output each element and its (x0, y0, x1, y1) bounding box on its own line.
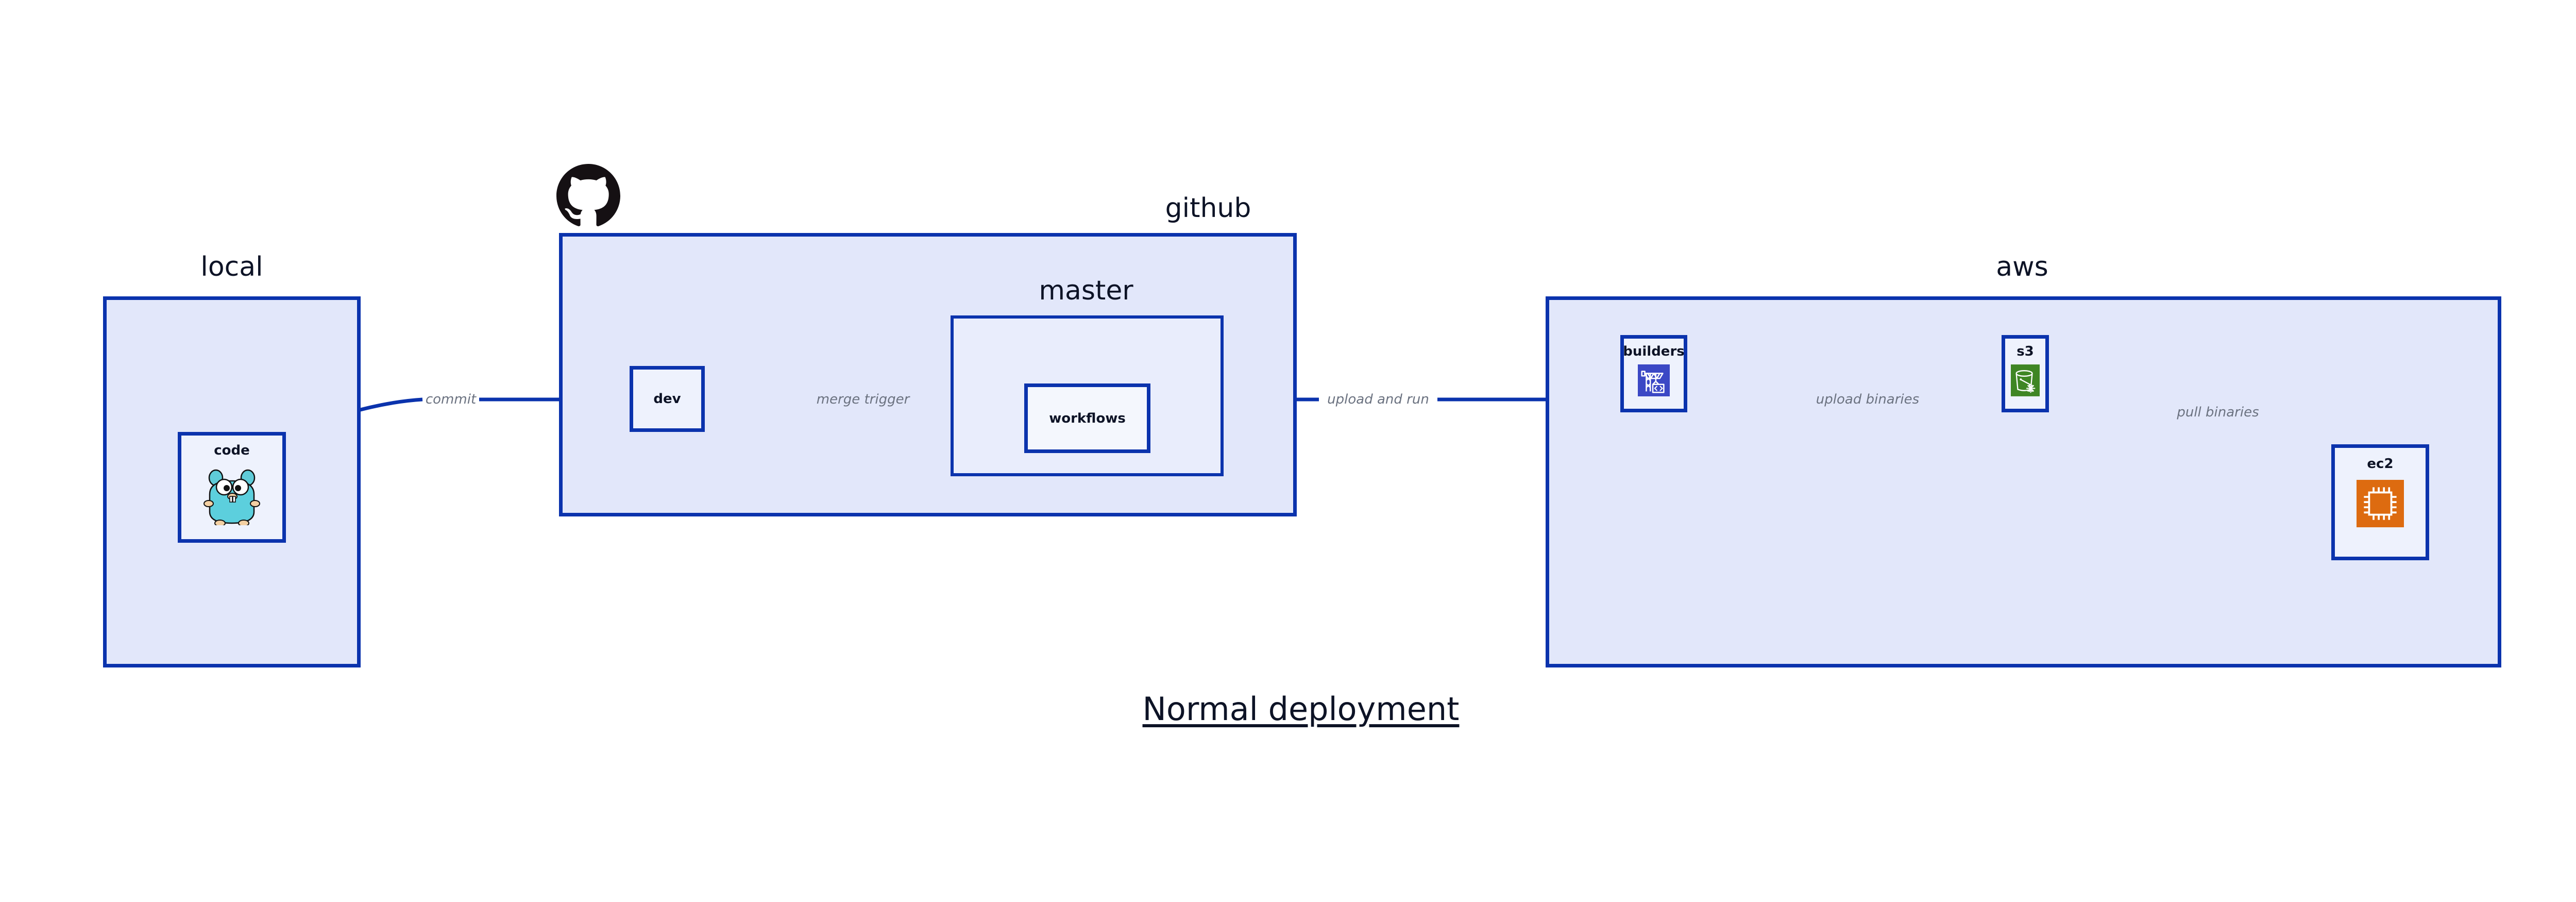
aws-codebuild-icon (1638, 364, 1670, 399)
github-octocat-icon (556, 164, 620, 230)
node-code[interactable]: code (178, 432, 286, 543)
group-aws-label: aws (1996, 252, 2048, 282)
aws-ec2-icon (2357, 480, 2404, 530)
node-s3[interactable]: s3 (2002, 335, 2049, 412)
node-s3-label: s3 (2016, 344, 2034, 359)
node-workflows[interactable]: workflows (1024, 383, 1150, 453)
diagram-title: Normal deployment (1142, 690, 1460, 728)
node-dev-label: dev (653, 391, 681, 407)
group-github-label: github (1165, 193, 1251, 224)
node-ec2-label: ec2 (2367, 456, 2394, 472)
go-gopher-icon (204, 464, 260, 528)
group-master-label: master (1039, 275, 1133, 306)
node-builders[interactable]: builders (1620, 335, 1687, 412)
node-code-label: code (214, 443, 250, 458)
edge-label-commit: commit (425, 392, 477, 407)
group-local-label: local (200, 252, 263, 282)
node-builders-label: builders (1623, 344, 1685, 359)
edge-label-upload-binaries: upload binaries (1816, 392, 1920, 407)
aws-s3-glacier-icon (2011, 364, 2040, 399)
edge-label-pull-binaries: pull binaries (2177, 405, 2259, 420)
node-workflows-label: workflows (1049, 410, 1126, 426)
node-dev[interactable]: dev (630, 366, 705, 432)
node-ec2[interactable]: ec2 (2331, 444, 2429, 560)
edge-label-merge-trigger: merge trigger (816, 392, 910, 407)
edge-label-upload-and-run: upload and run (1327, 392, 1429, 407)
